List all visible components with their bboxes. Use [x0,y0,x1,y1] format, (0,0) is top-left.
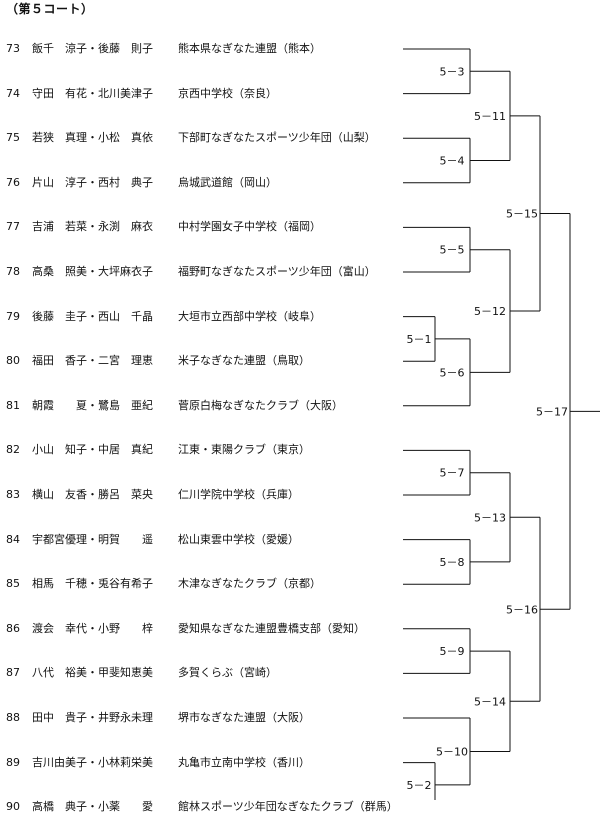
entry-pair: 朝霞 夏・鷺島 亜紀 [32,398,153,412]
match-label-m13: 5－13 [474,511,506,524]
match-label-m15: 5－15 [506,207,538,220]
entry-pair: 高桑 照美・大坪麻衣子 [32,265,153,278]
entry-number: 75 [6,131,20,145]
entry-number: 85 [6,577,20,591]
entry-club: 多賀くらぶ（宮崎） [178,666,277,680]
match-label-m10: 5－10 [436,745,468,758]
match-label-m7: 5－7 [440,467,465,480]
entry-club: 堺市なぎなた連盟（大阪） [178,711,310,724]
match-label-m2: 5－2 [407,779,432,792]
entry-number: 74 [6,86,20,100]
entry-number: 82 [6,443,20,457]
entry-club: 大垣市立西部中学校（岐阜） [178,309,321,323]
entry-club: 松山東雲中学校（愛媛） [178,532,299,546]
entry-pair: 渡会 幸代・小野 梓 [32,621,153,635]
entry-pair: 小山 知子・中居 真紀 [32,443,153,457]
match-label-m8: 5－8 [440,556,465,569]
entry-number: 88 [6,711,20,724]
entry-number: 84 [6,532,20,546]
entry-pair: 宇都宮優理・明賀 遥 [32,532,153,546]
match-label-m12: 5－12 [474,305,506,318]
entry-number: 81 [6,398,20,412]
entry-club: 菅原白梅なぎなたクラブ（大阪） [178,398,343,412]
entry-club: 福野町なぎなたスポーツ少年団（富山） [178,265,376,278]
entry-club: 愛知県なぎなた連盟豊橋支部（愛知） [178,621,365,635]
entry-club: 米子なぎなた連盟（鳥取） [178,354,310,368]
match-label-m5: 5－5 [440,244,465,257]
entry-club: 京西中学校（奈良） [178,86,277,100]
entry-number: 79 [6,309,20,323]
entry-club: 江東・東陽クラブ（東京） [178,443,310,457]
entry-number: 89 [6,755,20,769]
tournament-bracket: 5－1 5－2 5－3 5－4 5－5 5－6 5－7 5－8 5－9 5－10 5－11 5－12 5… [403,48,600,800]
entry-pair: 田中 貴子・井野永未理 [32,711,153,724]
match-label-m16: 5－16 [506,603,538,616]
match-label-m3: 5－3 [440,65,465,78]
entry-club: 仁川学院中学校（兵庫） [178,488,299,501]
entry-pair: 若狭 真理・小松 真依 [32,131,153,145]
match-label-m14: 5－14 [474,695,506,708]
entry-number: 86 [6,621,20,635]
entry-pair: 高橋 典子・小薬 愛 [32,800,153,814]
entry-pair: 横山 友香・勝呂 菜央 [32,488,153,501]
entry-pair: 守田 有花・北川美津子 [32,86,153,100]
entry-number: 73 [6,42,20,55]
court-title: （第５コート） [6,2,94,16]
entry-number: 76 [6,175,20,189]
entry-club: 下部町なぎなたスポーツ少年団（山梨） [178,131,376,145]
entry-club: 丸亀市立南中学校（香川） [178,755,310,769]
entry-number: 90 [6,800,20,814]
entry-club: 中村学園女子中学校（福岡） [178,220,321,234]
entry-number: 87 [6,666,20,680]
entry-pair: 片山 淳子・西村 典子 [32,175,153,189]
entry-pair: 相馬 千穂・兎谷有希子 [32,577,153,591]
match-label-m6: 5－6 [440,366,465,379]
entry-club: 木津なぎなたクラブ（京都） [178,577,321,591]
entry-pair: 後藤 圭子・西山 千晶 [32,309,153,323]
match-label-m1: 5－1 [407,333,432,346]
match-label-m17: 5－17 [536,405,568,418]
entry-pair: 福田 香子・二宮 理恵 [32,354,153,368]
entry-number: 77 [6,220,20,234]
entry-pair: 吉浦 若菜・永渕 麻衣 [32,220,153,234]
entry-number: 80 [6,354,20,368]
entry-pair: 吉川由美子・小林莉栄美 [32,755,153,769]
match-label-m11: 5－11 [474,110,506,123]
entry-pair: 八代 裕美・甲斐知恵美 [32,666,153,680]
entry-club: 館林スポーツ少年団なぎなたクラブ（群馬） [178,800,398,814]
entry-number: 78 [6,265,20,278]
entry-number: 83 [6,488,20,501]
entry-pair: 飯千 涼子・後藤 則子 [32,42,153,55]
entry-club: 熊本県なぎなた連盟（熊本） [178,42,321,55]
match-label-m9: 5－9 [440,645,465,658]
entry-club: 烏城武道館（岡山） [178,175,277,189]
match-label-m4: 5－4 [440,155,465,168]
